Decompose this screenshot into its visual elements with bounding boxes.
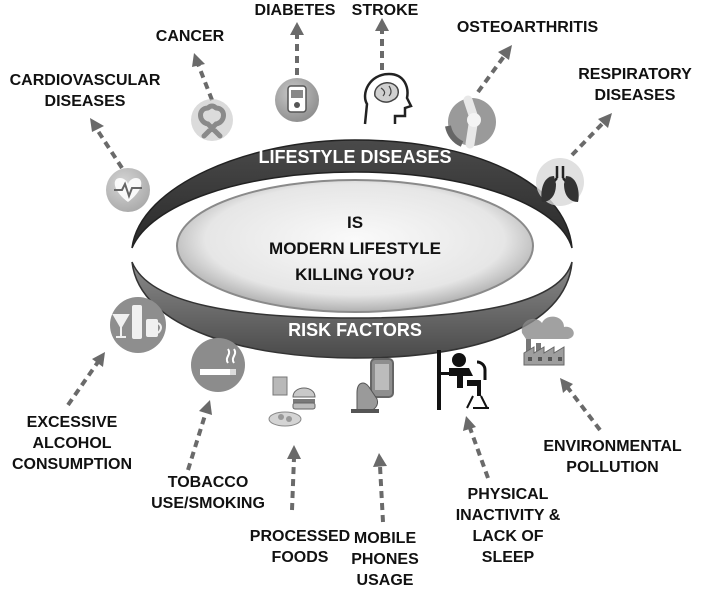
arrow-stroke <box>375 18 389 70</box>
label-line: PHONES <box>351 551 419 568</box>
label-osteoarthritis: OSTEOARTHRITIS <box>445 17 610 38</box>
label-line: CARDIOVASCULAR <box>9 72 161 89</box>
label-line: USE/SMOKING <box>151 495 265 512</box>
center-question: IS MODERN LIFESTYLE KILLING YOU? <box>250 210 460 288</box>
label-cardiovascular: CARDIOVASCULAR DISEASES <box>0 70 170 112</box>
arrow-cardiovascular <box>90 118 124 170</box>
arrow-osteoarthritis <box>476 45 512 94</box>
desk-sleeper-icon <box>437 350 489 410</box>
arrow-diabetes <box>290 22 304 75</box>
label-line: POLLUTION <box>566 459 659 476</box>
glucose-meter-icon <box>275 78 319 122</box>
label-line: DIABETES <box>254 2 336 19</box>
label-line: USAGE <box>356 572 414 589</box>
arrow-mobile <box>373 453 387 523</box>
label-line: EXCESSIVE <box>26 414 118 431</box>
label-line: CONSUMPTION <box>12 456 132 473</box>
arrow-inactivity <box>463 416 490 479</box>
label-respiratory: RESPIRATORY DISEASES <box>570 64 700 106</box>
label-line: RESPIRATORY <box>578 66 692 83</box>
disease-arrows <box>90 18 612 170</box>
label-line: INACTIVITY & <box>455 507 561 524</box>
label-cancer: CANCER <box>140 26 240 47</box>
label-line: PHYSICAL <box>467 486 549 503</box>
arrow-alcohol <box>66 352 105 407</box>
label-line: ALCOHOL <box>32 435 112 452</box>
risk-factors-title: RISK FACTORS <box>288 320 422 340</box>
label-inactivity: PHYSICAL INACTIVITY & LACK OF SLEEP <box>446 484 570 568</box>
arrow-respiratory <box>570 113 612 157</box>
factory-icon <box>521 316 574 366</box>
label-line: OSTEOARTHRITIS <box>456 19 599 36</box>
label-line: CANCER <box>155 28 225 45</box>
risk-factors-band <box>131 261 573 359</box>
heart-pulse-icon <box>106 168 150 212</box>
label-line: STROKE <box>351 2 419 19</box>
label-mobile-phones: MOBILE PHONES USAGE <box>345 528 425 591</box>
label-alcohol: EXCESSIVE ALCOHOL CONSUMPTION <box>0 412 144 475</box>
mobile-phone-icon <box>351 358 394 413</box>
label-processed-foods: PROCESSED FOODS <box>240 526 360 568</box>
label-stroke: STROKE <box>345 0 425 21</box>
arrow-cancer <box>192 53 214 101</box>
label-line: SLEEP <box>481 549 535 566</box>
label-line: LACK OF <box>472 528 544 545</box>
label-pollution: ENVIRONMENTAL POLLUTION <box>530 436 695 478</box>
drinks-icon <box>110 297 166 353</box>
knee-joint-icon <box>445 95 496 149</box>
label-line: TOBACCO <box>167 474 249 491</box>
center-ellipse <box>176 179 534 313</box>
label-line: FOODS <box>271 549 329 566</box>
label-line: DISEASES <box>44 93 126 110</box>
label-line: MOBILE <box>353 530 417 547</box>
fast-food-icon <box>268 376 316 427</box>
arrow-tobacco <box>186 400 212 471</box>
lifestyle-diseases-band <box>131 139 573 249</box>
arrow-processed-foods <box>287 445 301 511</box>
label-line: DISEASES <box>594 87 676 104</box>
label-diabetes: DIABETES <box>240 0 350 21</box>
label-tobacco: TOBACCO USE/SMOKING <box>148 472 268 514</box>
label-line: ENVIRONMENTAL <box>543 438 682 455</box>
center-line: IS <box>346 213 364 232</box>
ribbon-icon <box>191 99 233 141</box>
label-line: PROCESSED <box>249 528 351 545</box>
center-line: KILLING YOU? <box>295 265 415 284</box>
lifestyle-diseases-title: LIFESTYLE DISEASES <box>258 147 452 167</box>
arrow-pollution <box>560 378 602 432</box>
cigarette-icon <box>191 338 245 392</box>
brain-head-icon <box>363 72 413 125</box>
lungs-icon <box>536 158 584 206</box>
center-line: MODERN LIFESTYLE <box>269 239 441 258</box>
risk-arrows <box>66 352 602 523</box>
